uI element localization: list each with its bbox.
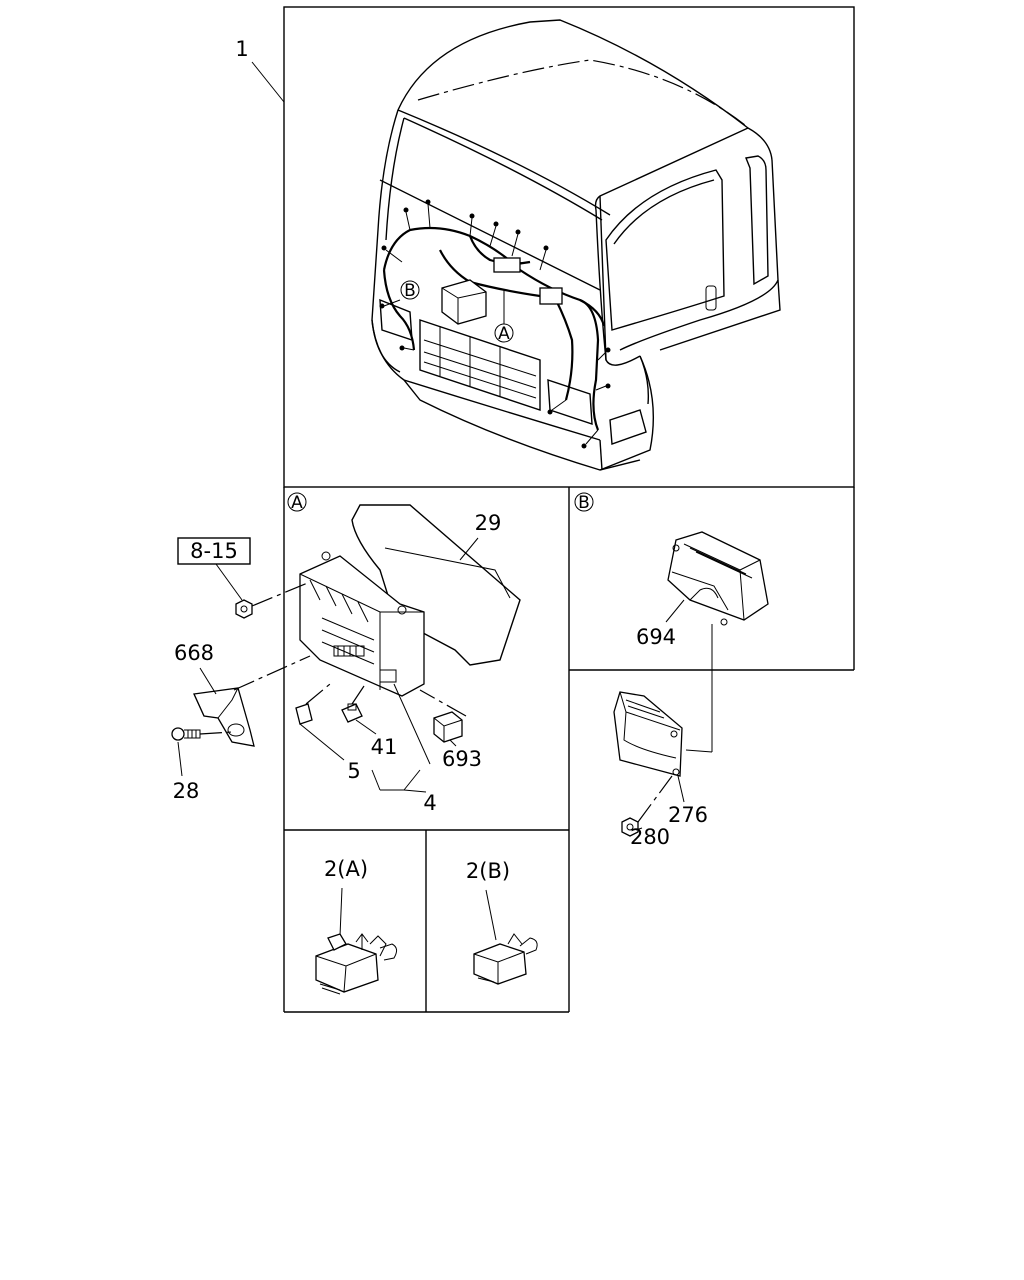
- fuse-5: [295, 703, 313, 725]
- svg-text:1: 1: [235, 37, 248, 61]
- nut-280: [621, 817, 639, 837]
- fuse-relay-box-cover-29: [351, 504, 521, 666]
- panel-b-marker: B: [574, 492, 594, 513]
- bracket-668: [193, 687, 255, 747]
- wiring-harness: [379, 199, 611, 449]
- svg-text:5: 5: [347, 759, 360, 783]
- svg-text:41: 41: [371, 735, 398, 759]
- reference-8-15: 8-15: [177, 537, 251, 601]
- svg-text:B: B: [578, 493, 590, 513]
- svg-text:29: 29: [475, 511, 502, 535]
- svg-text:4: 4: [423, 791, 436, 815]
- nut-8-15: [235, 599, 253, 619]
- svg-text:8-15: 8-15: [190, 539, 238, 563]
- svg-text:693: 693: [442, 747, 482, 771]
- callout-276: 276: [668, 775, 708, 827]
- fuse-41: [341, 703, 363, 723]
- svg-text:B: B: [404, 281, 416, 301]
- callout-668: 668: [174, 641, 217, 695]
- callout-693: 693: [442, 739, 482, 771]
- callout-28: 28: [173, 741, 200, 803]
- control-unit-694: [667, 531, 769, 626]
- callout-280: 280: [630, 825, 670, 849]
- callout-694: 694: [636, 599, 685, 649]
- truck-cab-illustration: [371, 19, 781, 471]
- callout-2a: 2(A): [324, 857, 368, 937]
- panel-a-marker: A: [287, 492, 307, 513]
- svg-text:A: A: [291, 493, 303, 513]
- svg-text:280: 280: [630, 825, 670, 849]
- callout-4: 4: [371, 683, 437, 815]
- svg-text:2(B): 2(B): [466, 859, 510, 883]
- svg-text:668: 668: [174, 641, 214, 665]
- callout-1: 1: [235, 37, 285, 103]
- ecu-276: [613, 691, 683, 777]
- callout-5: 5: [299, 723, 361, 783]
- callout-2b: 2(B): [466, 859, 510, 941]
- svg-text:2(A): 2(A): [324, 857, 368, 881]
- svg-text:694: 694: [636, 625, 676, 649]
- svg-text:A: A: [498, 324, 510, 344]
- fuse-relay-box: [299, 551, 425, 697]
- cab-marker-b: B: [400, 280, 420, 301]
- svg-text:276: 276: [668, 803, 708, 827]
- bolt-28: [171, 727, 201, 741]
- callout-29: 29: [459, 511, 502, 561]
- svg-text:28: 28: [173, 779, 200, 803]
- cab-marker-a: A: [494, 323, 514, 344]
- callout-41: 41: [355, 719, 398, 759]
- relay-2a: [315, 933, 398, 995]
- panel-frames: [283, 6, 855, 1013]
- relay-693: [433, 711, 463, 743]
- relay-2b: [473, 933, 538, 985]
